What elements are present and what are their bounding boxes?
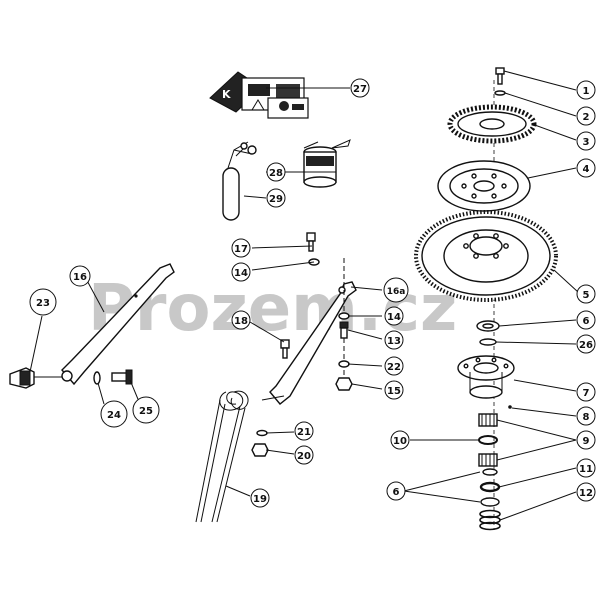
hub-7 bbox=[457, 355, 515, 399]
callout-3: 3 bbox=[576, 131, 596, 151]
callout-16-left: 16 bbox=[69, 265, 91, 287]
callout-7: 7 bbox=[576, 382, 596, 402]
left-arm-washer-24 bbox=[93, 371, 101, 385]
callout-17: 17 bbox=[231, 238, 251, 258]
callout-9-label: 9 bbox=[583, 436, 590, 447]
callout-26-label: 26 bbox=[579, 340, 593, 351]
callout-29: 29 bbox=[266, 188, 286, 208]
callout-23: 23 bbox=[29, 288, 57, 316]
callout-4-label: 4 bbox=[583, 164, 590, 175]
circlip-11 bbox=[479, 481, 501, 493]
leader-lines bbox=[29, 70, 579, 521]
tine-nut-20 bbox=[251, 443, 269, 457]
callout-6-lower-label: 6 bbox=[393, 487, 400, 498]
callout-23-label: 23 bbox=[36, 298, 50, 309]
left-arm-bolt-23 bbox=[9, 367, 62, 389]
callout-11-label: 11 bbox=[579, 464, 593, 475]
middle-bolt-18 bbox=[280, 339, 290, 359]
washer-6-lower bbox=[480, 468, 500, 507]
callout-19: 19 bbox=[250, 488, 270, 508]
tube-with-clip bbox=[222, 141, 257, 221]
callout-4: 4 bbox=[576, 158, 596, 178]
callout-16-left-label: 16 bbox=[73, 272, 87, 283]
callout-25: 25 bbox=[132, 396, 160, 424]
left-arm-bolt-25 bbox=[111, 369, 133, 385]
seal-ring-6 bbox=[476, 320, 500, 332]
callout-18: 18 bbox=[231, 310, 251, 330]
callout-20-label: 20 bbox=[297, 451, 311, 462]
middle-bolt-13 bbox=[339, 321, 349, 339]
callout-2: 2 bbox=[576, 106, 596, 126]
grease-nipple-8 bbox=[508, 405, 512, 409]
disc-plate-4 bbox=[437, 160, 531, 212]
callout-17-label: 17 bbox=[234, 244, 248, 255]
callout-6-lower: 6 bbox=[386, 481, 406, 501]
callout-9: 9 bbox=[576, 430, 596, 450]
callout-10: 10 bbox=[390, 430, 410, 450]
bevel-gear-3 bbox=[447, 104, 537, 144]
callout-29-label: 29 bbox=[269, 194, 283, 205]
callout-16a-label: 16a bbox=[387, 287, 406, 297]
callout-21-label: 21 bbox=[297, 427, 311, 438]
callout-22: 22 bbox=[384, 356, 404, 376]
callout-18-label: 18 bbox=[234, 316, 248, 327]
callout-6-upper-label: 6 bbox=[583, 316, 590, 327]
callout-13: 13 bbox=[384, 330, 404, 350]
callout-1: 1 bbox=[576, 80, 596, 100]
callout-27-label: 27 bbox=[353, 84, 367, 95]
callout-2-label: 2 bbox=[583, 112, 590, 123]
callout-26: 26 bbox=[576, 334, 596, 354]
callout-27: 27 bbox=[350, 78, 370, 98]
bearing-9 bbox=[478, 413, 498, 467]
spring-12 bbox=[479, 509, 501, 531]
middle-washer-22 bbox=[338, 360, 350, 368]
callout-8: 8 bbox=[576, 406, 596, 426]
callout-19-label: 19 bbox=[253, 494, 267, 505]
callout-25-label: 25 bbox=[139, 406, 153, 417]
left-arm-bracket bbox=[61, 263, 175, 386]
callout-12: 12 bbox=[576, 482, 596, 502]
callout-14-upper: 14 bbox=[231, 262, 251, 282]
callout-3-label: 3 bbox=[583, 137, 590, 148]
middle-washer-14b bbox=[338, 312, 350, 320]
rotor-washer-2 bbox=[494, 90, 506, 96]
middle-nut-15 bbox=[335, 377, 353, 391]
callout-28: 28 bbox=[266, 162, 286, 182]
callout-22-label: 22 bbox=[387, 362, 401, 373]
callout-11: 11 bbox=[576, 458, 596, 478]
rotor-disc-5 bbox=[414, 210, 558, 302]
callout-14-upper-label: 14 bbox=[234, 268, 248, 279]
rotor-bolt-1 bbox=[495, 67, 505, 85]
callout-15: 15 bbox=[384, 380, 404, 400]
callout-5: 5 bbox=[576, 284, 596, 304]
callout-1-label: 1 bbox=[583, 86, 590, 97]
ring-26 bbox=[479, 338, 497, 346]
callout-5-label: 5 bbox=[583, 290, 590, 301]
svg-text:K: K bbox=[222, 88, 231, 101]
tine-washer-21 bbox=[256, 429, 268, 437]
callout-28-label: 28 bbox=[269, 168, 283, 179]
callout-15-label: 15 bbox=[387, 386, 401, 397]
callout-13-label: 13 bbox=[387, 336, 401, 347]
callout-14-lower-label: 14 bbox=[387, 312, 401, 323]
middle-bolt-17 bbox=[306, 232, 316, 252]
callout-7-label: 7 bbox=[583, 388, 590, 399]
callout-6-upper: 6 bbox=[576, 310, 596, 330]
callout-14-lower: 14 bbox=[384, 306, 404, 326]
callout-10-label: 10 bbox=[393, 436, 407, 447]
callout-16a: 16a bbox=[383, 277, 409, 303]
callout-12-label: 12 bbox=[579, 488, 593, 499]
callout-8-label: 8 bbox=[583, 412, 590, 423]
callout-24: 24 bbox=[100, 400, 128, 428]
callout-21: 21 bbox=[294, 421, 314, 441]
callout-24-label: 24 bbox=[107, 410, 121, 421]
grease-can bbox=[303, 139, 351, 188]
callout-20: 20 bbox=[294, 445, 314, 465]
decal-sticker-set: K bbox=[209, 71, 309, 119]
spring-tine-19 bbox=[195, 390, 249, 523]
